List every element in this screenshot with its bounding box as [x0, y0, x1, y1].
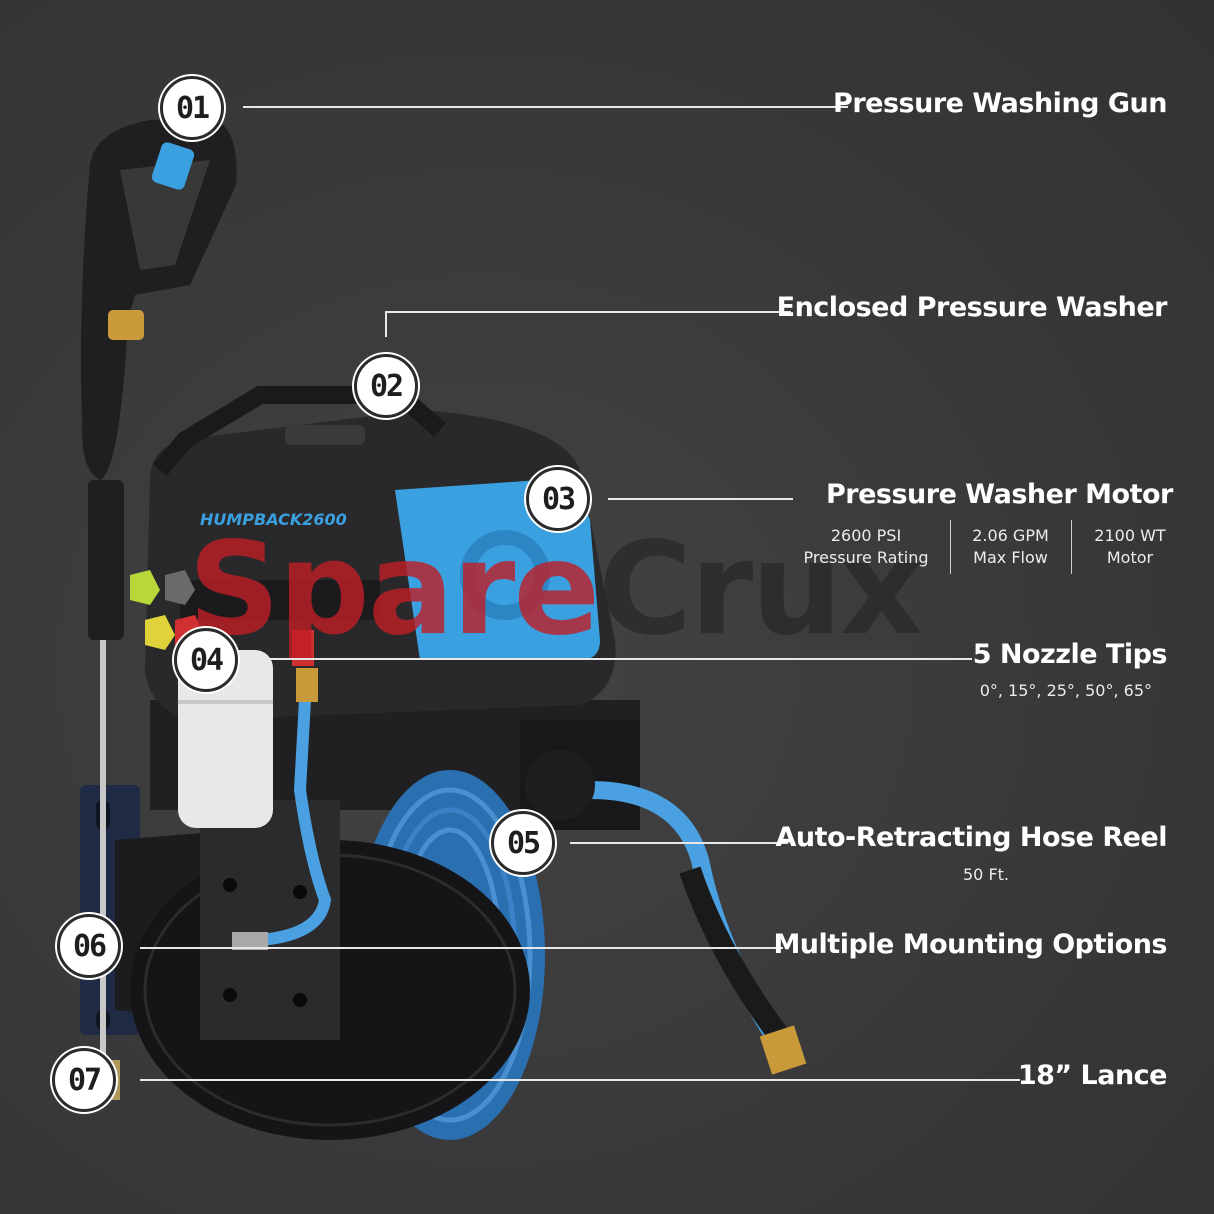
callout-06-line	[140, 947, 783, 949]
callout-07-badge: 07	[52, 1048, 116, 1112]
callout-02-connector	[385, 311, 387, 337]
callout-01-line	[243, 106, 848, 108]
callout-05-label: Auto-Retracting Hose Reel	[775, 822, 1167, 853]
callout-04-line	[252, 658, 972, 660]
callout-02-badge: 02	[354, 354, 418, 418]
spec-motor-caption: Motor	[1106, 548, 1154, 567]
spec-divider-2	[1071, 520, 1072, 574]
pressure-gun	[81, 120, 237, 480]
watermark-crux: Crux	[598, 515, 923, 664]
spec-motor-value: 2100 WT	[1094, 526, 1166, 545]
callout-01-label: Pressure Washing Gun	[833, 88, 1167, 119]
nozzle-tip-yellow	[145, 615, 175, 650]
callout-03-label: Pressure Washer Motor	[826, 479, 1173, 510]
nozzle-tip-green	[130, 570, 160, 605]
callout-05-badge: 05	[491, 811, 555, 875]
nozzle-tip-gray	[165, 570, 195, 605]
brand-text: HUMPBACK2600	[200, 510, 347, 529]
callout-02-label: Enclosed Pressure Washer	[776, 292, 1168, 323]
spec-motor: 2100 WT Motor	[1080, 525, 1180, 569]
callout-07-line	[140, 1079, 1020, 1081]
watermark-spare: Spare	[188, 515, 600, 664]
watermark: SpareCrux	[188, 515, 923, 664]
spec-pressure: 2600 PSI Pressure Rating	[800, 525, 932, 569]
callout-07-label: 18” Lance	[1017, 1060, 1168, 1091]
callout-04-label: 5 Nozzle Tips	[972, 639, 1168, 670]
inlet-hose	[259, 699, 332, 946]
spec-flow: 2.06 GPM Max Flow	[958, 525, 1063, 569]
lance-rod	[100, 640, 106, 1080]
callout-01-badge: 01	[160, 76, 224, 140]
callout-04-badge: 04	[174, 628, 238, 692]
lance-grip	[88, 480, 124, 640]
callout-02-line	[385, 311, 791, 313]
callout-04-sub: 0°, 15°, 25°, 50°, 65°	[979, 681, 1152, 700]
spec-pressure-caption: Pressure Rating	[803, 548, 929, 567]
spec-flow-value: 2.06 GPM	[972, 526, 1049, 545]
spec-divider-1	[950, 520, 951, 574]
soap-bottle	[178, 650, 273, 828]
callout-03-line	[608, 498, 793, 500]
spec-pressure-value: 2600 PSI	[830, 526, 902, 545]
callout-06-badge: 06	[57, 914, 121, 978]
callout-06-label: Multiple Mounting Options	[773, 929, 1167, 960]
callout-03-badge: 03	[526, 467, 590, 531]
spec-flow-caption: Max Flow	[973, 548, 1048, 567]
callout-05-sub: 50 Ft.	[963, 865, 1010, 884]
callout-05-line	[570, 842, 788, 844]
